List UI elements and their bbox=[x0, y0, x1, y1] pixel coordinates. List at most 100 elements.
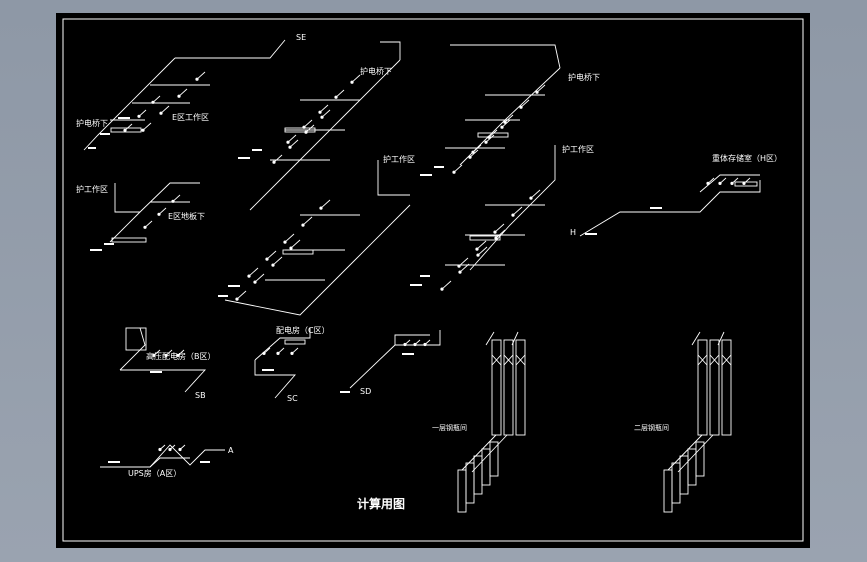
pipe-box bbox=[110, 127, 142, 133]
nozzle-drop bbox=[284, 233, 295, 243]
label-work-zone-3: 护工作区 bbox=[562, 145, 594, 154]
label-sb: SB bbox=[195, 391, 206, 400]
nozzle-drop bbox=[321, 109, 331, 118]
label-work-zone-1: 护工作区 bbox=[76, 185, 108, 194]
pipe-segment bbox=[697, 354, 708, 366]
nozzle-point bbox=[137, 114, 141, 118]
nozzle-drop bbox=[335, 89, 345, 98]
main-pipe-center bbox=[249, 59, 401, 211]
pipe-segment bbox=[709, 354, 720, 366]
nozzle-drop bbox=[248, 267, 259, 277]
nozzle-point bbox=[468, 155, 472, 159]
label-hv-room: 高压配电房（B区） bbox=[146, 352, 216, 361]
pipe-segment bbox=[254, 360, 296, 399]
nozzle-point bbox=[742, 181, 746, 185]
nozzle-drop bbox=[520, 99, 530, 108]
label-h: H bbox=[570, 228, 577, 237]
nozzle-point bbox=[318, 110, 322, 114]
nozzle-drop bbox=[530, 189, 541, 199]
nozzle-point bbox=[271, 263, 275, 267]
nozzle-point bbox=[519, 105, 523, 109]
cylinder-riser bbox=[503, 339, 514, 436]
label-cable-tray-3: 护电桥下 bbox=[568, 73, 600, 82]
nozzle-drop bbox=[472, 144, 482, 153]
nozzle-point bbox=[235, 297, 239, 301]
nozzle-point bbox=[529, 196, 533, 200]
nozzle-point bbox=[286, 140, 290, 144]
nozzle-point bbox=[471, 150, 475, 154]
nozzle-drop bbox=[495, 229, 506, 239]
nozzle-point bbox=[265, 257, 269, 261]
pipe-box bbox=[477, 132, 509, 138]
nozzle-drop bbox=[196, 71, 206, 80]
nozzle-drop bbox=[303, 119, 313, 128]
nozzle-point bbox=[500, 125, 504, 129]
nozzle-point bbox=[493, 230, 497, 234]
nozzle-point bbox=[290, 351, 294, 355]
nozzle-point bbox=[423, 342, 427, 347]
cylinder-riser bbox=[491, 339, 502, 436]
pipe-segment bbox=[119, 327, 146, 371]
nozzle-drop bbox=[272, 256, 283, 266]
nozzle-point bbox=[503, 120, 507, 124]
nozzle-point bbox=[334, 95, 338, 99]
nozzle-point bbox=[123, 128, 127, 132]
nozzle-point bbox=[440, 287, 444, 291]
riser-top bbox=[380, 41, 401, 60]
nozzle-point bbox=[158, 447, 162, 452]
nozzle-point bbox=[706, 181, 710, 185]
main-pipe-h bbox=[579, 180, 761, 237]
nozzle-drop bbox=[302, 216, 313, 226]
main-pipe-b bbox=[120, 369, 207, 393]
nozzle-point bbox=[494, 236, 498, 240]
nozzle-point bbox=[350, 80, 354, 84]
nozzle-drop bbox=[488, 129, 498, 138]
label-ups-room: UPS房（A区） bbox=[128, 469, 182, 478]
nozzle-drop bbox=[320, 199, 331, 209]
main-pipe-e bbox=[175, 39, 286, 59]
nozzle-point bbox=[143, 225, 147, 229]
nozzle-drop bbox=[289, 139, 299, 148]
nozzle-drop bbox=[142, 122, 152, 131]
nozzle-point bbox=[176, 353, 180, 357]
nozzle-point bbox=[168, 447, 172, 452]
nozzle-drop bbox=[441, 280, 452, 290]
nozzle-point bbox=[457, 264, 461, 268]
nozzle-drop bbox=[287, 134, 297, 143]
nozzle-drop bbox=[459, 263, 470, 273]
nozzle-point bbox=[319, 206, 323, 210]
nozzle-point bbox=[413, 342, 417, 347]
pipe-segment bbox=[721, 354, 732, 366]
nozzle-point bbox=[301, 223, 305, 227]
pipe-segment bbox=[515, 354, 526, 366]
nozzle-point bbox=[195, 77, 199, 81]
main-pipe-c bbox=[254, 328, 311, 361]
label-work-zone-2: 护工作区 bbox=[383, 155, 415, 164]
pipe-segment bbox=[109, 211, 141, 243]
cylinder-riser bbox=[721, 339, 732, 436]
label-cable-tray-2: 护电桥下 bbox=[360, 67, 392, 76]
gas-cylinder bbox=[489, 441, 499, 477]
pipe-segment bbox=[485, 331, 495, 346]
riser-center bbox=[377, 160, 410, 196]
pipe-box bbox=[282, 249, 314, 255]
nozzle-drop bbox=[290, 239, 301, 249]
nozzle-point bbox=[320, 115, 324, 119]
nozzle-point bbox=[403, 342, 407, 347]
nozzle-point bbox=[253, 280, 257, 284]
nozzle-drop bbox=[485, 134, 495, 143]
dimension-marks bbox=[88, 77, 746, 463]
nozzle-drop bbox=[160, 105, 170, 114]
pipe-segment bbox=[699, 174, 760, 193]
label-cable-tray-1: 护电桥下 bbox=[76, 119, 108, 128]
pipe-segment bbox=[471, 434, 508, 473]
nozzle-drop bbox=[273, 154, 283, 163]
label-floor1-cylinder: 一层钢瓶间 bbox=[432, 424, 467, 432]
nozzle-drop bbox=[536, 84, 546, 93]
nozzle-point bbox=[487, 135, 491, 139]
nozzle-point bbox=[262, 351, 266, 355]
nozzle-drop bbox=[254, 273, 265, 283]
label-e-zone-work: E区工作区 bbox=[172, 113, 210, 122]
